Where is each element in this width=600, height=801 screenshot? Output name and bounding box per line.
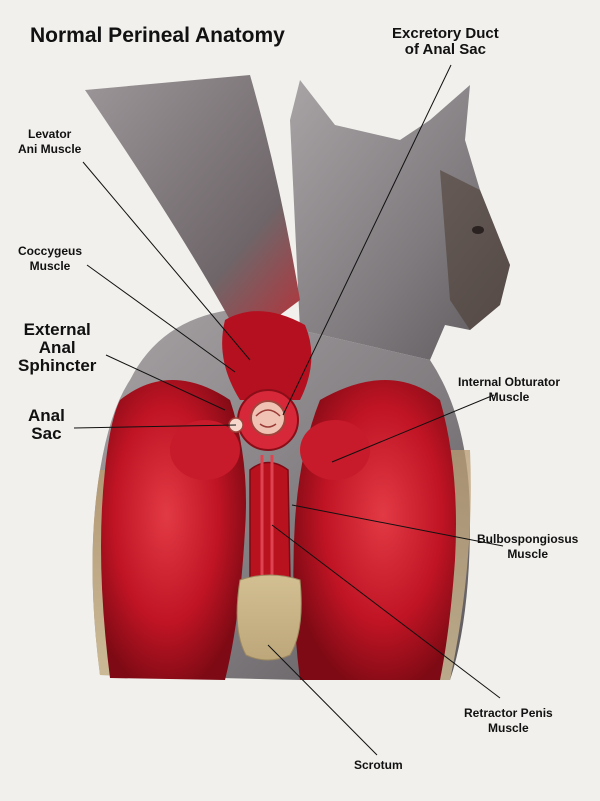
label-levator-ani: Levator Ani Muscle bbox=[18, 127, 81, 157]
label-line: Muscle bbox=[507, 547, 548, 561]
label-scrotum: Scrotum bbox=[354, 758, 403, 773]
leader-bulbospongiosus bbox=[291, 504, 504, 547]
label-line: Internal Obturator bbox=[458, 375, 561, 389]
label-line: Muscle bbox=[488, 390, 530, 404]
dog-muzzle bbox=[440, 170, 510, 330]
label-coccygeus: Coccygeus Muscle bbox=[18, 244, 82, 274]
label-line: Bulbospongiosus bbox=[477, 532, 579, 546]
label-line: Anal bbox=[38, 338, 76, 357]
leader-coccygeus bbox=[86, 264, 236, 373]
obturator-right bbox=[300, 420, 370, 480]
label-line: Anal bbox=[28, 406, 65, 425]
dog-eye bbox=[472, 226, 484, 234]
obturator-left bbox=[170, 420, 240, 480]
label-line: Retractor Penis bbox=[464, 706, 553, 720]
label-bulbospongiosus: Bulbospongiosus Muscle bbox=[477, 532, 578, 562]
leader-levator-ani bbox=[82, 161, 251, 361]
label-internal-obturator: Internal Obturator Muscle bbox=[458, 375, 560, 405]
leader-scrotum bbox=[267, 644, 378, 756]
label-line: Muscle bbox=[29, 259, 71, 273]
musculature bbox=[101, 311, 456, 680]
label-external-anal-sphincter: External Anal Sphincter bbox=[18, 321, 96, 375]
label-line: Sphincter bbox=[18, 356, 97, 375]
anus bbox=[250, 400, 286, 436]
label-line: Sac bbox=[31, 424, 62, 443]
leader-excretory-duct bbox=[282, 64, 452, 416]
label-retractor-penis: Retractor Penis Muscle bbox=[464, 706, 553, 736]
label-excretory-duct: Excretory Duct of Anal Sac bbox=[392, 26, 499, 58]
label-line: Excretory Duct bbox=[392, 25, 499, 42]
leader-lines bbox=[73, 64, 504, 756]
label-line: Levator bbox=[28, 127, 72, 141]
label-anal-sac: Anal Sac bbox=[28, 407, 65, 443]
leader-internal-obturator bbox=[331, 394, 495, 463]
label-line: Coccygeus bbox=[18, 244, 83, 258]
leader-anal-sac bbox=[73, 424, 237, 429]
dog-tail bbox=[85, 75, 300, 330]
label-line: Ani Muscle bbox=[18, 142, 82, 156]
label-line: External bbox=[23, 320, 91, 339]
scrotum-shape bbox=[236, 574, 302, 661]
leader-retractor-penis bbox=[271, 524, 501, 699]
label-line: Scrotum bbox=[354, 758, 403, 772]
anal-opening-folds bbox=[255, 409, 281, 428]
levator-coccygeus-muscles bbox=[222, 311, 312, 400]
leader-external-anal-sphincter bbox=[105, 354, 226, 411]
label-line: Muscle bbox=[488, 721, 529, 735]
page-title: Normal Perineal Anatomy bbox=[30, 24, 285, 47]
penile-body bbox=[249, 461, 291, 589]
label-line: of Anal Sac bbox=[404, 41, 486, 58]
